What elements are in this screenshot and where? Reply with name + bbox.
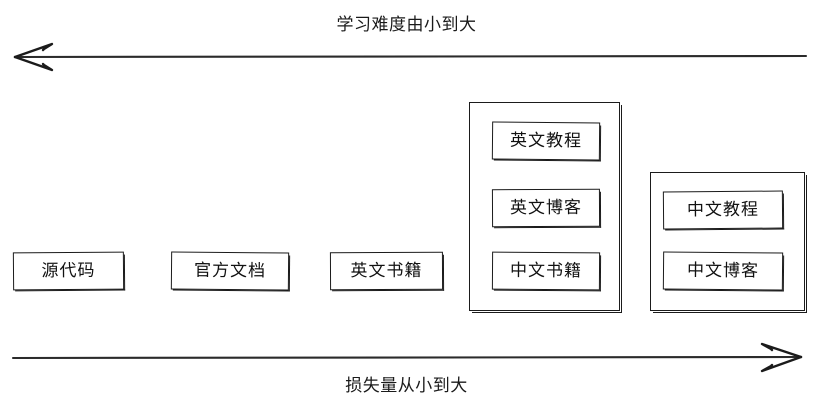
node-box-chinese-blog[interactable]: 中文博客 [662, 251, 784, 291]
top-axis-label: 学习难度由小到大 [336, 15, 477, 35]
bottom-axis-label: 损失量从小到大 [345, 376, 468, 396]
top-axis-arrow [13, 42, 808, 72]
node-box-english-blog[interactable]: 英文博客 [491, 188, 601, 228]
node-label: 英文博客 [509, 197, 583, 218]
node-label: 英文教程 [509, 130, 583, 151]
node-label: 中文书籍 [509, 260, 583, 281]
node-box-english-tutorial[interactable]: 英文教程 [491, 121, 601, 161]
node-label: 源代码 [41, 260, 96, 281]
node-box-english-books[interactable]: 英文书籍 [329, 251, 444, 291]
node-box-chinese-tutorial[interactable]: 中文教程 [662, 190, 784, 230]
node-label: 英文书籍 [350, 260, 423, 281]
node-label: 官方文档 [193, 260, 267, 281]
node-label: 中文教程 [686, 199, 760, 220]
node-label: 中文博客 [686, 260, 760, 281]
node-box-chinese-books[interactable]: 中文书籍 [491, 251, 601, 291]
node-box-source-code[interactable]: 源代码 [12, 251, 125, 291]
node-box-official-docs[interactable]: 官方文档 [170, 251, 290, 291]
